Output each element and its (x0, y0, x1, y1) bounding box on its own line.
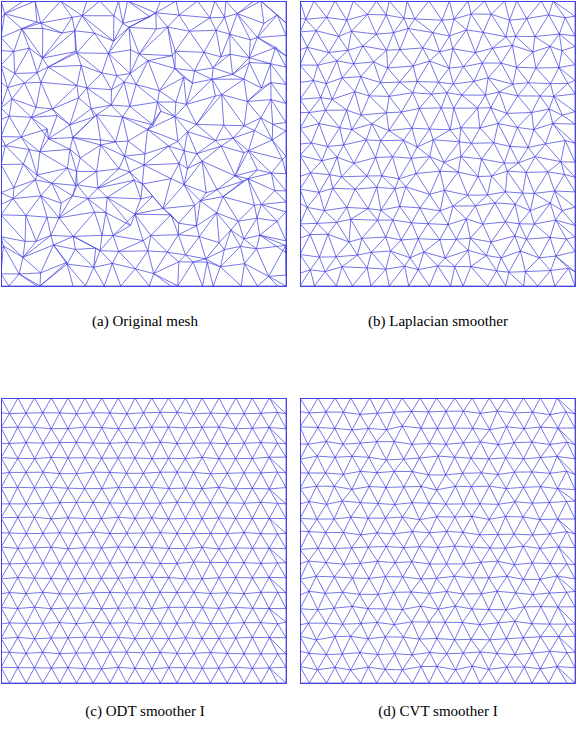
panel-caption: (b) Laplacian smoother (368, 313, 508, 330)
mesh-border (301, 399, 576, 684)
panel-caption: (c) ODT smoother I (85, 703, 204, 720)
panel-caption: (a) Original mesh (92, 313, 198, 330)
mesh-border (301, 2, 576, 287)
mesh-edges (300, 398, 575, 683)
mesh-odt (1, 398, 288, 685)
mesh-cvt (300, 398, 577, 685)
mesh-edges (300, 1, 575, 286)
mesh-border (2, 399, 287, 684)
mesh-edges (1, 398, 286, 683)
mesh-border (2, 2, 287, 287)
mesh-original (1, 1, 288, 288)
mesh-edges (1, 1, 286, 286)
mesh-laplacian (300, 1, 577, 288)
panel-caption: (d) CVT smoother I (378, 703, 497, 720)
